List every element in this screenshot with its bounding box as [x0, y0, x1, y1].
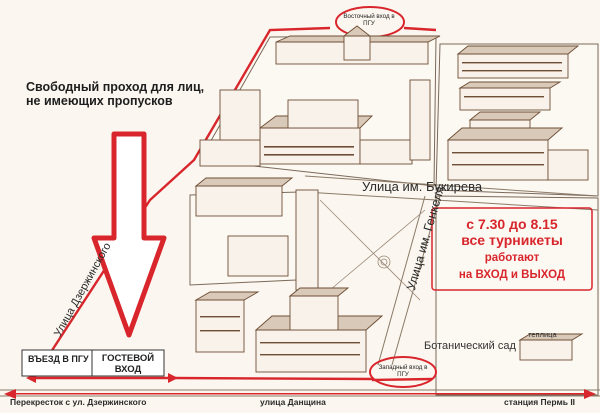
bottom-right-label: станция Пермь II — [504, 397, 576, 407]
bottom-left-label: Перекресток с ул. Дзержинского — [10, 397, 147, 407]
botanical-garden-label: Ботанический сад — [424, 340, 516, 352]
west-gate-circle — [369, 356, 437, 388]
entry-pgu-box — [21, 349, 95, 377]
east-gate-label: Восточный вход в ПГУ — [343, 13, 395, 28]
notice-line-1: Свободный проход для лиц, — [26, 80, 205, 94]
west-gate-label: Западный вход в ПГУ — [378, 364, 428, 379]
bottom-mid-label: улица Данщина — [260, 397, 326, 407]
street-bukireva-label: Улица им. Букирева — [362, 179, 483, 194]
turnstile-hours-notice: с 7.30 до 8.15 все турникеты работают на… — [438, 216, 586, 283]
arrow-down-icon — [91, 131, 167, 338]
time-line-2: все турникеты — [461, 232, 563, 249]
time-line-1: с 7.30 до 8.15 — [466, 216, 558, 232]
time-line-3: работают — [484, 252, 540, 265]
guest-entry-box — [91, 349, 165, 377]
route-lines — [31, 26, 437, 382]
time-line-4: на ВХОД и ВЫХОД — [458, 269, 566, 282]
entry-pgu-label: ВЪЕЗД В ПГУ — [28, 354, 89, 364]
free-passage-notice: Свободный проход для лиц, не имеющих про… — [26, 80, 256, 109]
greenhouse-label: теплица — [528, 330, 557, 339]
bottom-street-bar: Перекресток с ул. Дзержинского улица Дан… — [0, 397, 600, 413]
park-paths — [319, 199, 426, 301]
buildings — [194, 25, 589, 373]
time-box — [431, 207, 593, 291]
double-arrow-icon — [4, 389, 596, 399]
guest-entry-label: ГОСТЕВОЙ ВХОД — [101, 353, 155, 375]
building-windows — [200, 62, 562, 356]
notice-line-2: не имеющих пропусков — [26, 94, 173, 109]
